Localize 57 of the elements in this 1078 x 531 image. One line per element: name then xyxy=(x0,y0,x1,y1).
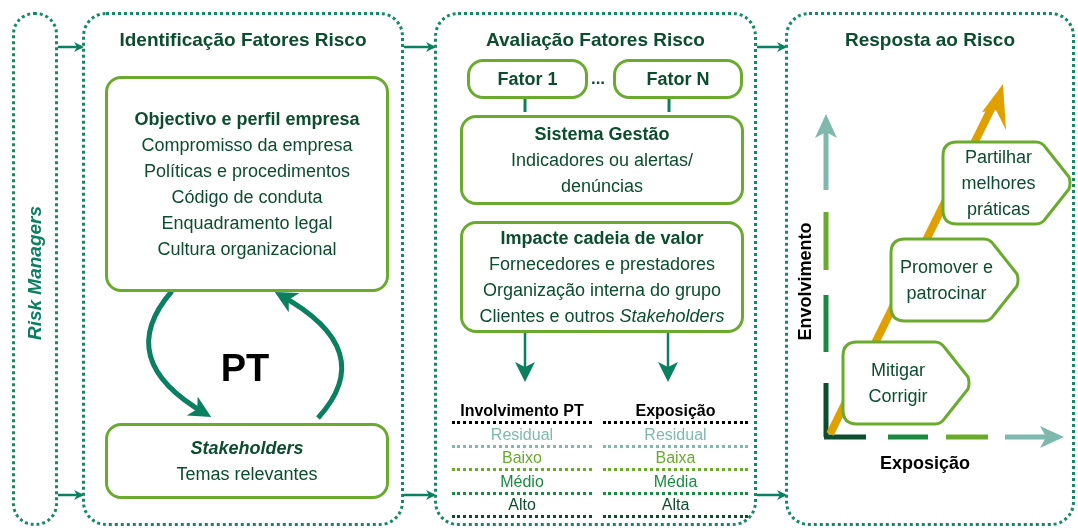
box-text: Enquadramento legal xyxy=(161,212,333,235)
process-box xyxy=(105,76,389,292)
box-heading: Stakeholders xyxy=(190,437,304,460)
panel-title: Identificação Fatores Risco xyxy=(118,28,368,52)
axis-label: Envolvimento xyxy=(793,221,816,343)
table-cell: Baixo xyxy=(452,447,592,471)
lane-band xyxy=(12,12,58,526)
process-box xyxy=(105,423,389,499)
box-text: Compromisso da empresa xyxy=(141,134,353,157)
step-text: Mitigar Corrigir xyxy=(867,359,929,408)
factor-box xyxy=(613,59,743,99)
process-box xyxy=(460,115,744,205)
arrow xyxy=(58,42,84,52)
box-heading: Fator 1 xyxy=(497,68,558,91)
table-cell: Médio xyxy=(452,470,592,495)
panel-title: Avaliação Fatores Risco xyxy=(485,28,706,52)
pentagon-step xyxy=(941,140,1072,226)
center-label: PT xyxy=(219,346,271,391)
box-text: Cultura organizacional xyxy=(157,238,337,261)
arrow xyxy=(404,490,436,500)
table-cell: Baixa xyxy=(603,447,748,471)
box-text: Clientes e outros Stakeholders xyxy=(479,305,725,328)
box-text: Políticas e procedimentos xyxy=(143,160,351,183)
factor-box xyxy=(467,59,588,99)
table-cell: Média xyxy=(603,470,748,495)
lane-title: Risk Managers xyxy=(23,205,45,341)
arrow xyxy=(757,42,787,52)
box-heading: Impacte cadeia de valor xyxy=(500,227,704,250)
column-header: Exposição xyxy=(603,400,748,424)
table-cell: Alto xyxy=(452,494,592,518)
box-text: Temas relevantes xyxy=(176,463,318,486)
table-cell: Residual xyxy=(603,423,748,448)
step-text: Promover e patrocinar xyxy=(899,256,994,305)
stage-panel xyxy=(434,12,757,526)
step-text: Partilhar melhores práticas xyxy=(960,146,1037,221)
box-text: Organização interna do grupo xyxy=(482,279,722,302)
box-heading: Sistema Gestão xyxy=(534,123,670,146)
box-heading: Fator N xyxy=(646,68,710,91)
panel-title: Resposta ao Risco xyxy=(844,28,1016,52)
box-text: Indicadores ou alertas/ denúncias xyxy=(509,149,695,198)
column-header: Involvimento PT xyxy=(452,400,592,424)
pentagon-step xyxy=(889,237,1020,323)
axis-label: Exposição xyxy=(878,452,971,475)
table-cell: Residual xyxy=(452,423,592,448)
stage-panel xyxy=(785,12,1075,526)
box-heading: Objectivo e perfil empresa xyxy=(134,108,360,131)
arrow xyxy=(58,490,84,500)
arrow xyxy=(404,42,436,52)
ellipsis: ... xyxy=(589,68,607,90)
box-text: Fornecedores e prestadores xyxy=(488,253,716,276)
pentagon-step xyxy=(841,340,971,426)
arrow xyxy=(757,490,787,500)
stage-panel xyxy=(82,12,404,526)
box-text: Código de conduta xyxy=(171,186,323,209)
arrow xyxy=(274,291,344,420)
table-cell: Alta xyxy=(603,494,748,518)
process-box xyxy=(460,221,744,333)
